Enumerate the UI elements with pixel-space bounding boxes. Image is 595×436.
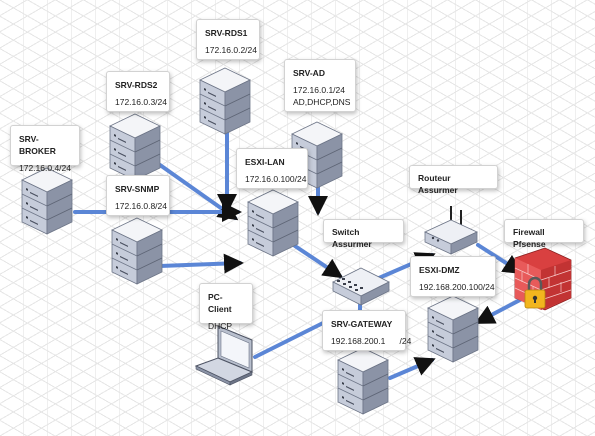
node-title: PC-Client	[208, 292, 232, 314]
label-srv-ad: SRV-AD 172.16.0.1/24 AD,DHCP,DNS	[284, 59, 356, 112]
node-title: SRV-RDS2	[115, 80, 158, 90]
node-title: ESXI-DMZ	[419, 265, 460, 275]
server-icon	[427, 295, 479, 363]
switch-icon	[332, 267, 390, 306]
node-ip: 172.16.0.1/24	[293, 85, 345, 95]
laptop-icon	[194, 325, 254, 386]
link-snmp-esxilan	[158, 253, 244, 274]
node-title: SRV-BROKER	[19, 134, 56, 156]
node-title: SRV-GATEWAY	[331, 319, 393, 329]
node-ip: 172.16.0.3/24	[115, 97, 167, 107]
link-firewall-esxidmz	[474, 298, 522, 324]
node-title: ESXI-LAN	[245, 157, 285, 167]
node-title: Firewall Pfsense	[513, 227, 546, 249]
label-srv-gateway: SRV-GATEWAY 192.168.200.1 /24	[322, 310, 412, 351]
node-note: DHCP	[208, 321, 233, 331]
links	[73, 120, 524, 380]
server-icon	[337, 347, 389, 415]
node-ip: 172.16.0.2/24	[205, 45, 257, 55]
server-icon	[21, 167, 73, 235]
node-ip: 192.168.200.100/24	[419, 282, 495, 292]
link-router-firewall	[476, 243, 524, 275]
link-esxilan-switch	[293, 244, 344, 279]
label-esxi-lan: ESXI-LAN 172.16.0.100/24	[236, 148, 308, 189]
node-title: SRV-SNMP	[115, 184, 160, 194]
node-ip: 192.168.200.1 /24	[331, 336, 412, 346]
node-ip: 172.16.0.100/24	[245, 174, 307, 184]
server-icon	[199, 67, 251, 135]
router-icon	[424, 206, 478, 255]
label-srv-rds1: SRV-RDS1 172.16.0.2/24	[196, 19, 260, 60]
node-title: Routeur Assurmer	[418, 173, 458, 195]
server-icon	[109, 113, 161, 181]
link-gateway-esxidmz	[388, 357, 436, 380]
server-icon	[111, 217, 163, 285]
label-pc-client: PC-Client DHCP	[199, 283, 253, 331]
server-icon	[247, 189, 299, 257]
node-title: Switch Assurmer	[332, 227, 372, 249]
label-routeur: Routeur Assurmer	[409, 165, 498, 195]
label-firewall: Firewall Pfsense	[504, 219, 584, 249]
node-ip: 172.16.0.8/24	[115, 201, 167, 211]
firewall-icon	[514, 247, 572, 311]
label-srv-snmp: SRV-SNMP 172.16.0.8/24	[106, 175, 170, 216]
label-esxi-dmz: ESXI-DMZ 192.168.200.100/24	[410, 256, 496, 297]
node-services: AD,DHCP,DNS	[293, 97, 351, 107]
node-title: SRV-RDS1	[205, 28, 248, 38]
label-srv-rds2: SRV-RDS2 172.16.0.3/24	[106, 71, 170, 112]
link-pc-gateway	[253, 320, 327, 359]
node-ip: 172.16.0.4/24	[19, 163, 71, 173]
label-srv-broker: SRV-BROKER 172.16.0.4/24	[10, 125, 80, 173]
node-title: SRV-AD	[293, 68, 325, 78]
label-switch: Switch Assurmer	[323, 219, 404, 249]
